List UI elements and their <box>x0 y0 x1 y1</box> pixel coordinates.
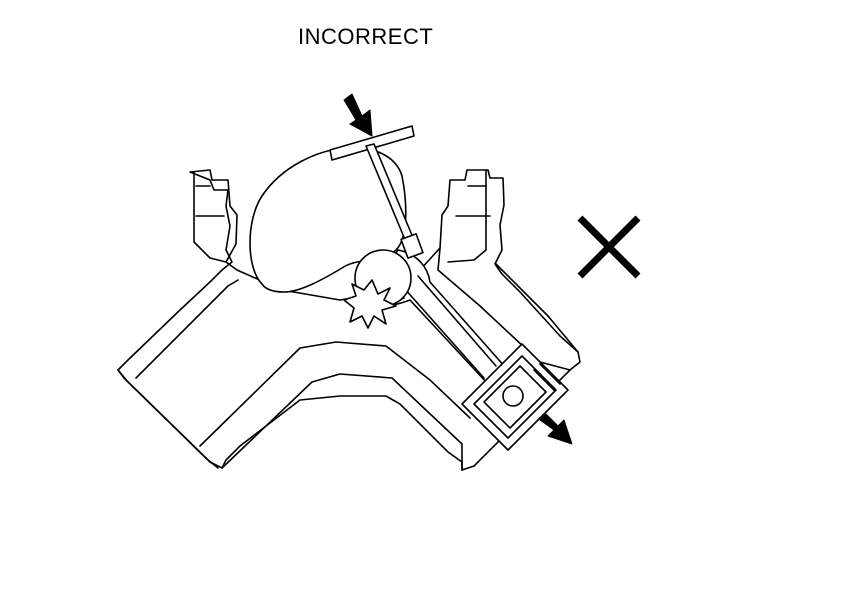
pull-out-arrow-icon <box>539 413 573 445</box>
t-handle-tool <box>329 125 424 259</box>
x-mark-icon <box>577 215 641 279</box>
press-down-arrow-icon <box>343 93 373 137</box>
diagram-title: INCORRECT <box>298 24 434 49</box>
impact-burst-icon <box>343 279 397 329</box>
piston <box>461 343 569 451</box>
engine-block <box>117 169 581 471</box>
